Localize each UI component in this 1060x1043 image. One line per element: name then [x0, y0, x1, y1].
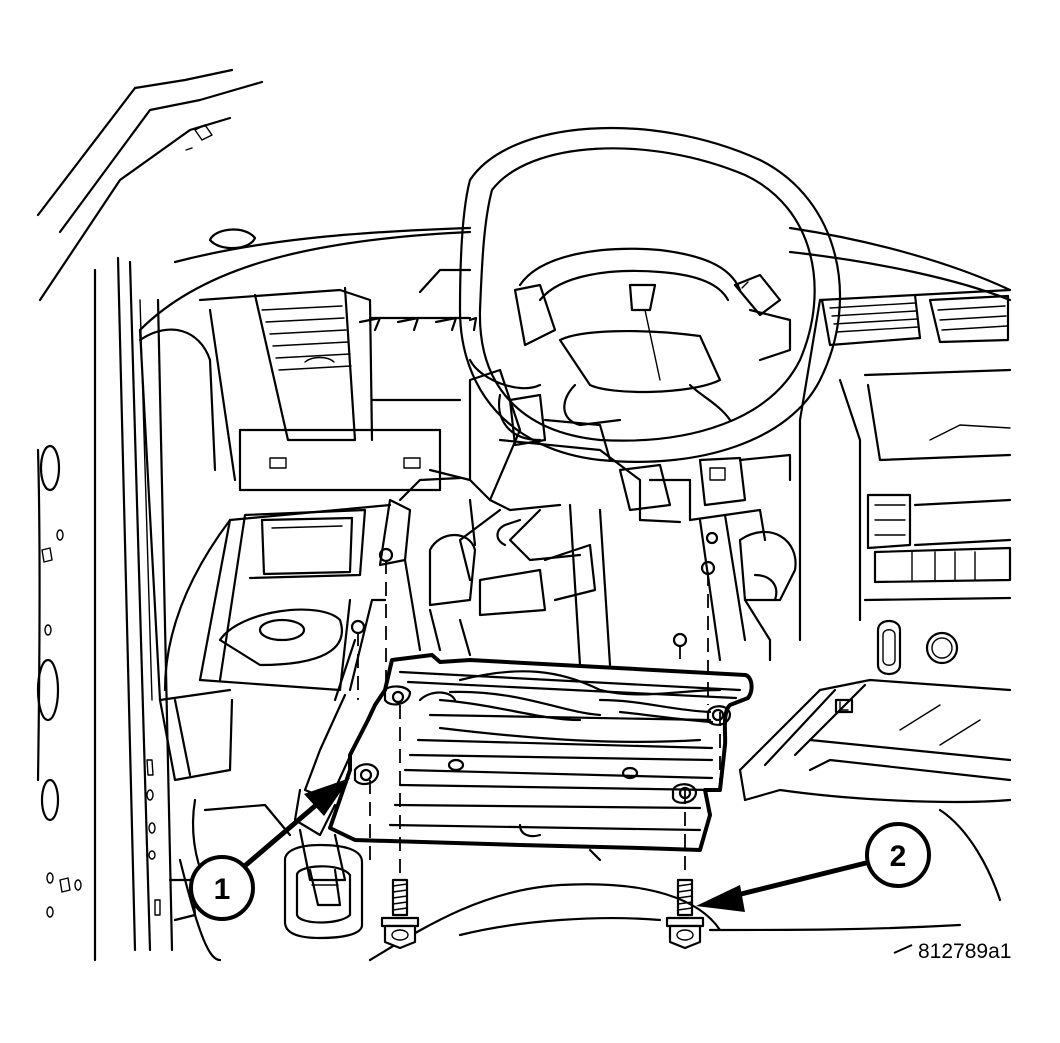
callout-1: 1 — [189, 855, 255, 921]
callout-2-label: 2 — [890, 840, 907, 873]
leader-arrow-2 — [696, 859, 871, 912]
steering-wheel — [458, 126, 842, 463]
leader-arrow-1 — [238, 778, 350, 872]
figure-id: 812789a1 — [893, 940, 1011, 963]
a-pillar — [36, 68, 264, 962]
bolt-right — [665, 878, 705, 950]
callout-1-label: 1 — [214, 873, 231, 906]
figure-id-text: 812789a1 — [918, 940, 1011, 963]
intermediate-shaft — [178, 693, 364, 962]
center-stack — [738, 288, 1012, 804]
instrument-panel — [138, 226, 1012, 782]
bolt-left — [380, 878, 420, 950]
knee-bolster-reinforcement — [328, 653, 754, 852]
callout-2: 2 — [865, 822, 931, 888]
steering-column — [333, 368, 797, 702]
